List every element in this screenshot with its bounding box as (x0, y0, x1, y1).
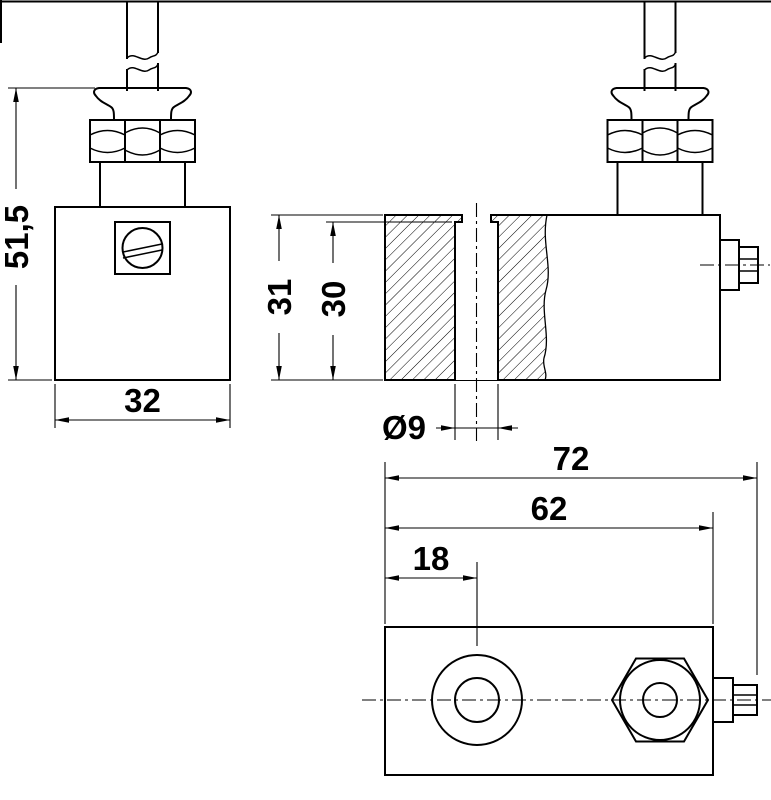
dim-text-hole-offset: 18 (413, 540, 450, 577)
dim-extension-lines (8, 87, 95, 381)
dim-front-width: 32 (54, 382, 231, 428)
dim-label-section-inner: 30 (315, 263, 352, 335)
dim-text-length-body: 62 (531, 490, 568, 527)
lock-nut-facets (124, 119, 161, 163)
adjust-stem-lines (126, 1, 159, 91)
section-break-line (542, 214, 549, 381)
dim-top-hole-offset: 18 (385, 540, 478, 646)
dim-label-front-height: 51,5 (0, 189, 35, 285)
dim-text-length-overall: 72 (553, 440, 590, 477)
dim-label-backing (1, 189, 33, 285)
dim-top-length-body: 62 (385, 490, 714, 624)
dim-text-front-width: 32 (124, 382, 161, 419)
dim-text-front-height: 51,5 (0, 205, 35, 269)
dim-extension-lines (384, 462, 758, 675)
bore-walls (454, 214, 499, 381)
front-view (54, 1, 231, 381)
dim-extension-lines (271, 214, 383, 381)
dim-bore-diameter: Ø9 (382, 384, 518, 446)
dim-label-backing (318, 263, 350, 335)
port-fitting-facets (739, 258, 758, 272)
dim-label-section-outer: 31 (261, 261, 298, 333)
valve-neck (616, 161, 704, 216)
screw-boss (114, 221, 171, 275)
dim-front-height: 51,5 (0, 87, 95, 381)
adjust-stem-lines (643, 1, 677, 91)
dim-section-height-inner: 30 (315, 221, 452, 380)
top-view (362, 626, 771, 776)
screw-slot (122, 243, 163, 259)
lock-nut-chamfer-arcs (89, 127, 196, 156)
lock-nut-chamfer-arcs (607, 127, 713, 156)
valve-body-front (54, 206, 231, 381)
screw-head (121, 227, 164, 269)
stem-break-squiggle (126, 51, 159, 72)
bore-seat-clearance (462, 213, 491, 223)
dim-section-height-outer: 31 (261, 214, 383, 381)
dim-label-backing (264, 261, 296, 333)
lock-nut-facets (641, 119, 679, 163)
dim-text-section-outer: 31 (261, 279, 298, 316)
port-fitting-facets-top (733, 694, 757, 706)
stem-break-squiggle (643, 51, 677, 72)
dim-top-length-overall: 72 (384, 440, 758, 675)
dim-text-bore: Ø9 (382, 409, 426, 446)
dim-text-section-inner: 30 (315, 281, 352, 318)
section-view (384, 1, 770, 441)
